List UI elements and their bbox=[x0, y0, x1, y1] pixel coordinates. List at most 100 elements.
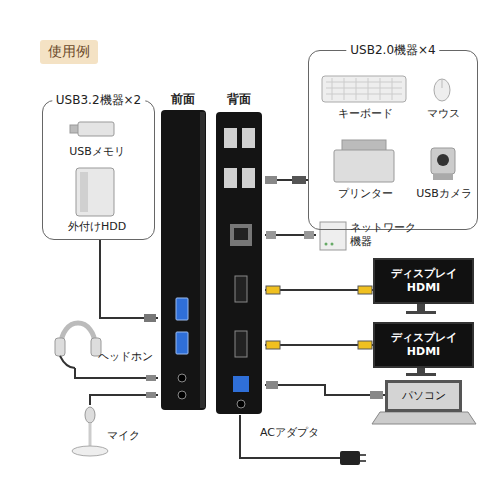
back-dock-part bbox=[235, 331, 247, 357]
node-label: キーボード bbox=[317, 107, 413, 121]
group-heading: USB2.0機器×4 bbox=[346, 43, 439, 58]
back-dock-part bbox=[235, 276, 247, 302]
cable-connector bbox=[100, 240, 158, 318]
network-device-icon-part bbox=[325, 243, 328, 246]
hdd-icon bbox=[76, 168, 114, 216]
node-label: ディスプレイ HDMI bbox=[381, 331, 466, 359]
device-item: 外付けHDD bbox=[49, 165, 145, 237]
node-label: USBメモリ bbox=[49, 145, 145, 159]
mouse-icon-part bbox=[442, 79, 443, 88]
display-stand-part bbox=[406, 311, 436, 314]
printer-icon-part bbox=[334, 150, 394, 182]
network-device-icon-part bbox=[331, 243, 334, 246]
cable-connector bbox=[75, 368, 158, 378]
front-dock-part bbox=[176, 332, 188, 354]
display-screen: ディスプレイ HDMI bbox=[373, 258, 474, 304]
cable-connector bbox=[240, 415, 250, 458]
node-label: ディスプレイ HDMI bbox=[381, 267, 466, 295]
usb-memory-icon-part bbox=[78, 122, 114, 136]
cable-plugs-part bbox=[370, 391, 383, 399]
laptop-screen: パソコン bbox=[385, 380, 462, 412]
cable-connector bbox=[265, 289, 373, 291]
back-dock-part bbox=[242, 128, 255, 148]
headphone-icon-part bbox=[61, 323, 95, 345]
mouse-icon bbox=[434, 79, 450, 101]
laptop-base-part bbox=[372, 412, 476, 424]
device-item: キーボード bbox=[317, 69, 413, 123]
front-dock-part bbox=[161, 110, 206, 410]
cable-connector bbox=[265, 344, 373, 346]
node-label: プリンター bbox=[317, 187, 413, 201]
device-item: ACアダプタ bbox=[250, 426, 368, 470]
mouse-icon-part bbox=[434, 79, 450, 101]
network-device-icon-part bbox=[320, 222, 346, 250]
node-label: マウス bbox=[415, 107, 471, 121]
back-dock-part bbox=[224, 168, 237, 188]
front-dock-part bbox=[178, 374, 186, 382]
node-label: 外付けHDD bbox=[49, 220, 145, 234]
back-dock bbox=[216, 112, 262, 414]
dock-front: 前面 bbox=[158, 92, 208, 412]
cable-plugs-part bbox=[358, 341, 372, 349]
camera-icon bbox=[431, 148, 455, 180]
back-dock-part bbox=[216, 112, 262, 414]
camera-icon-part bbox=[431, 148, 455, 174]
title-tag: 使用例 bbox=[40, 40, 98, 64]
node-label: USBカメラ bbox=[415, 187, 473, 201]
back-dock-part bbox=[224, 128, 237, 148]
ac-adapter-icon-part bbox=[340, 451, 360, 465]
device-item: マウス bbox=[415, 69, 471, 123]
ac-adapter-icon bbox=[250, 451, 366, 465]
microphone-icon-part bbox=[89, 423, 92, 446]
device-item: USBカメラ bbox=[415, 135, 473, 205]
cable-plugs-part bbox=[146, 392, 156, 398]
cable-connector bbox=[265, 385, 385, 395]
hdd-icon-part bbox=[80, 172, 88, 212]
group-box: USB3.2機器×2USBメモリ外付けHDD bbox=[42, 100, 155, 240]
node-label: ネットワーク 機器 bbox=[350, 221, 422, 249]
group-heading: USB3.2機器×2 bbox=[52, 93, 145, 108]
device-item: マイク bbox=[55, 405, 150, 460]
keyboard-icon-part bbox=[326, 78, 402, 100]
dock-back: 背面 bbox=[213, 92, 265, 415]
ac-adapter-icon-part bbox=[360, 460, 366, 462]
device-item: プリンター bbox=[317, 135, 413, 205]
back-dock-part bbox=[233, 376, 249, 392]
back-dock-part bbox=[234, 228, 248, 240]
display-stand-part bbox=[406, 373, 436, 376]
keyboard-icon bbox=[322, 76, 406, 102]
front-dock-part bbox=[176, 298, 188, 320]
keyboard-icon-part bbox=[322, 76, 406, 102]
headphone-icon bbox=[55, 323, 101, 368]
front-dock-part bbox=[178, 391, 186, 399]
cable-plugs-part bbox=[304, 231, 314, 239]
cable-plugs-part bbox=[144, 314, 156, 322]
node-label: ヘッドホン bbox=[98, 350, 153, 364]
camera-icon-part bbox=[433, 174, 453, 180]
front-dock bbox=[161, 110, 206, 410]
network-device-icon bbox=[320, 222, 346, 250]
device-item: USBメモリ bbox=[49, 119, 145, 163]
cable-plugs-part bbox=[266, 286, 280, 294]
device-item: ネットワーク 機器 bbox=[316, 218, 427, 256]
microphone-icon bbox=[72, 407, 108, 456]
cable-plugs-part bbox=[292, 176, 306, 184]
back-dock-part bbox=[230, 224, 252, 246]
cable-plugs-part bbox=[358, 286, 372, 294]
node-label: 前面 bbox=[158, 92, 208, 107]
cable-plugs-part bbox=[265, 176, 277, 184]
camera-icon-part bbox=[437, 154, 449, 166]
usb-memory-icon bbox=[70, 122, 114, 136]
group-box: USB2.0機器×4キーボードマウスプリンターUSBカメラ bbox=[308, 50, 478, 230]
back-dock-part bbox=[237, 400, 245, 408]
cable-plugs-part bbox=[266, 381, 278, 389]
hdd-icon-part bbox=[76, 168, 114, 216]
headphone-icon-part bbox=[55, 338, 65, 356]
cable-plugs-part bbox=[266, 231, 276, 239]
node-label: マイク bbox=[107, 429, 140, 443]
microphone-icon-part bbox=[72, 446, 108, 456]
